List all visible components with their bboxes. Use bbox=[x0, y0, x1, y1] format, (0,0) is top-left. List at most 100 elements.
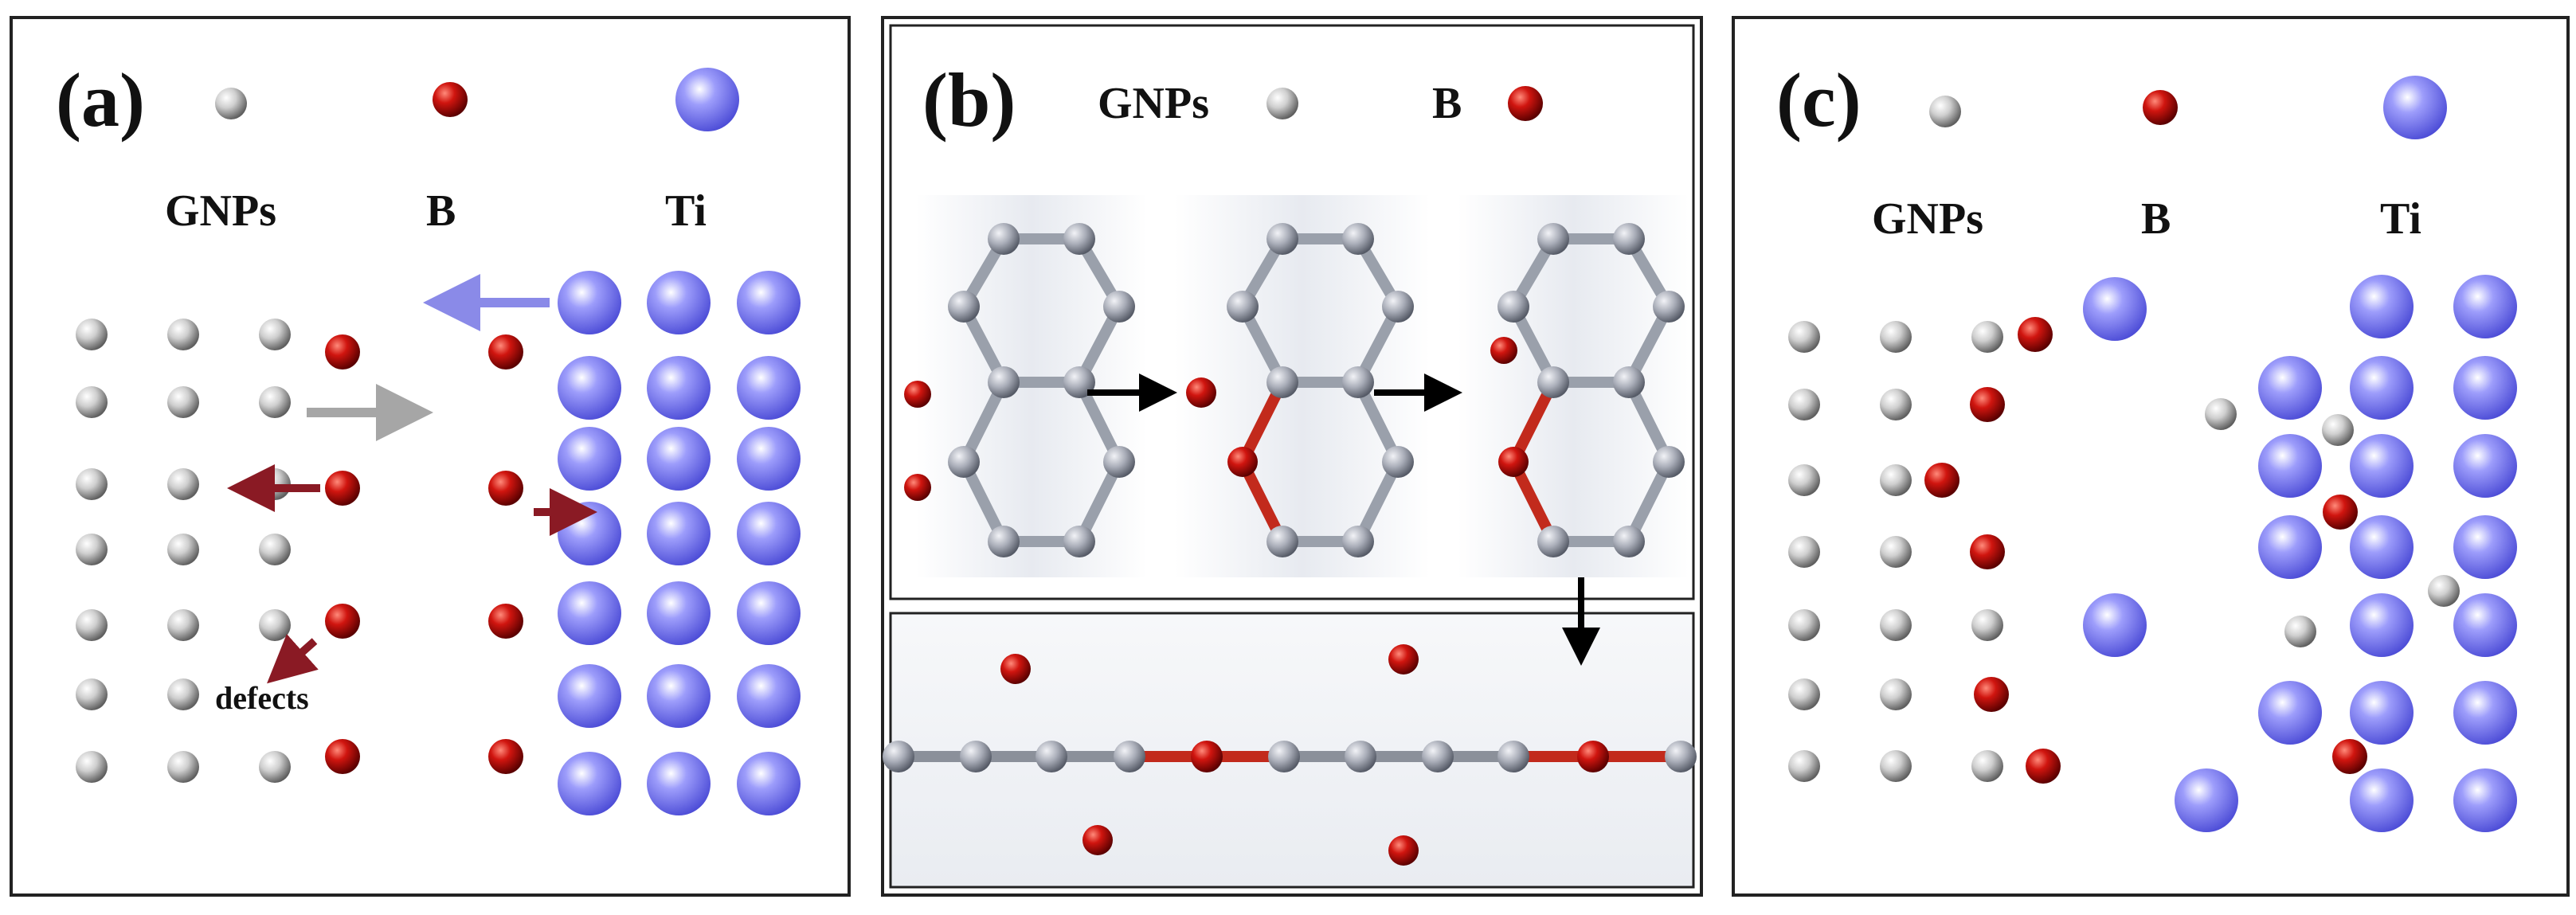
carbon-node bbox=[988, 223, 1020, 255]
boron-atom bbox=[904, 474, 931, 501]
ti-atom bbox=[647, 502, 711, 565]
legend-ti-label-c: Ti bbox=[2380, 194, 2421, 244]
gnp-atom bbox=[1788, 464, 1820, 496]
ti-atom bbox=[2258, 515, 2322, 579]
gnp-atom bbox=[1971, 321, 2003, 353]
legend-gnps-label-c: GNPs bbox=[1872, 194, 1983, 244]
legend-b-label: B bbox=[426, 186, 456, 236]
ti-atom bbox=[737, 427, 801, 491]
gnp-atom bbox=[259, 751, 291, 783]
carbon-node bbox=[1537, 366, 1569, 398]
panel-a-letter: (a) bbox=[56, 57, 145, 143]
boron-atom bbox=[1388, 835, 1419, 866]
ti-atom bbox=[2350, 681, 2414, 745]
carbon-node bbox=[1497, 291, 1529, 323]
panel-a-atoms bbox=[76, 271, 801, 815]
legend-b-label-c: B bbox=[2141, 194, 2171, 244]
carbon-node bbox=[948, 446, 980, 478]
gnp-atom bbox=[76, 751, 108, 783]
boron-atom bbox=[325, 471, 360, 506]
ti-atom bbox=[2453, 356, 2517, 420]
panel-b-letter: (b) bbox=[922, 57, 1016, 143]
gnp-atom bbox=[1788, 321, 1820, 353]
carbon-node bbox=[1422, 741, 1454, 772]
panel-b: (b) GNPs B bbox=[881, 16, 1703, 897]
ti-atom bbox=[647, 271, 711, 334]
legend-ti-atom bbox=[675, 68, 739, 131]
legend-ti-label: Ti bbox=[665, 186, 707, 236]
boron-atom bbox=[2026, 749, 2061, 784]
gnp-atom bbox=[76, 386, 108, 418]
carbon-node bbox=[1537, 223, 1569, 255]
legend-gnps-label: GNPs bbox=[165, 186, 276, 236]
gnp-atom bbox=[259, 319, 291, 350]
ti-atom bbox=[558, 752, 621, 815]
gnp-atom bbox=[76, 468, 108, 500]
ti-atom bbox=[647, 752, 711, 815]
panel-c-atoms bbox=[1788, 275, 2517, 832]
carbon-node bbox=[1342, 526, 1374, 557]
legend-gnps-label-b: GNPs bbox=[1098, 79, 1209, 128]
boron-atom bbox=[1000, 654, 1031, 684]
carbon-node bbox=[988, 526, 1020, 557]
carbon-node bbox=[1266, 366, 1298, 398]
ti-atom bbox=[737, 271, 801, 334]
legend-boron-atom-c bbox=[2143, 90, 2178, 125]
gnp-atom bbox=[2428, 575, 2460, 607]
ti-atom bbox=[647, 581, 711, 645]
gnp-atom bbox=[1880, 609, 1912, 641]
gnp-atom bbox=[76, 609, 108, 641]
boron-dopant bbox=[1498, 447, 1529, 477]
gnp-atom bbox=[1880, 389, 1912, 420]
gnp-atom bbox=[167, 386, 199, 418]
boron-atom bbox=[2332, 739, 2367, 774]
ti-atom bbox=[737, 664, 801, 728]
carbon-node bbox=[1342, 223, 1374, 255]
carbon-node bbox=[1266, 526, 1298, 557]
ti-atom bbox=[2453, 275, 2517, 338]
ti-atom bbox=[2350, 515, 2414, 579]
boron-atom bbox=[1490, 337, 1517, 364]
legend-gnp-atom-b bbox=[1266, 88, 1298, 119]
panel-c: (c) GNPs B Ti bbox=[1732, 16, 2570, 897]
ti-atom bbox=[2258, 356, 2322, 420]
boron-atom bbox=[1924, 463, 1959, 498]
gnp-atom bbox=[167, 678, 199, 710]
carbon-node bbox=[1497, 741, 1529, 772]
boron-atom bbox=[2323, 495, 2358, 530]
ti-atom bbox=[2453, 434, 2517, 498]
gnp-atom bbox=[2205, 398, 2237, 430]
ti-atom bbox=[2083, 277, 2147, 341]
gnp-atom bbox=[167, 468, 199, 500]
ti-atom bbox=[2175, 768, 2238, 832]
gnp-atom bbox=[259, 609, 291, 641]
legend-b-label-b: B bbox=[1432, 79, 1462, 128]
ti-atom bbox=[647, 664, 711, 728]
gnp-atom bbox=[76, 319, 108, 350]
carbon-node bbox=[1382, 446, 1414, 478]
boron-atom bbox=[1970, 387, 2005, 422]
gnp-atom bbox=[1880, 321, 1912, 353]
boron-dopant bbox=[1577, 741, 1609, 772]
carbon-node bbox=[883, 741, 914, 772]
ti-atom bbox=[737, 581, 801, 645]
ti-atom bbox=[2083, 593, 2147, 657]
carbon-node bbox=[1342, 366, 1374, 398]
ti-atom bbox=[2453, 768, 2517, 832]
boron-dopant bbox=[1227, 447, 1258, 477]
gnp-atom bbox=[2322, 414, 2354, 446]
boron-atom bbox=[488, 334, 523, 370]
structure-boron-adsorbed bbox=[1186, 223, 1414, 557]
panel-c-letter: (c) bbox=[1776, 57, 1862, 143]
defects-label: defects bbox=[215, 680, 309, 716]
gnp-atom bbox=[167, 534, 199, 565]
carbon-node bbox=[1114, 741, 1145, 772]
carbon-node bbox=[1653, 291, 1685, 323]
boron-atom bbox=[904, 381, 931, 408]
carbon-node bbox=[1035, 741, 1067, 772]
legend-boron-atom-b bbox=[1508, 86, 1543, 121]
ti-atom bbox=[2350, 768, 2414, 832]
gnp-atom bbox=[259, 386, 291, 418]
panel-a: (a) GNPs B Ti defects bbox=[10, 16, 851, 897]
